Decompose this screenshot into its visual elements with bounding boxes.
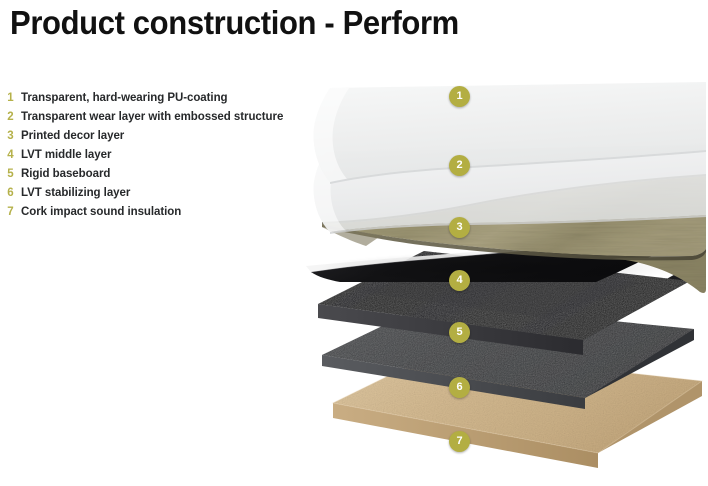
list-item: 7 Cork impact sound insulation [0,203,330,222]
cork-insulation-layer [331,351,704,468]
list-item: 3 Printed decor layer [0,127,330,146]
legend-list: 1 Transparent, hard-wearing PU-coating 2… [0,89,330,222]
legend-item-label: Rigid baseboard [21,168,111,180]
decor-layer [320,174,706,293]
legend-item-label: LVT stabilizing layer [21,187,131,199]
layer-badge-1: 1 [449,86,470,107]
layer-badge-5: 5 [449,322,470,343]
wear-layer [313,145,706,234]
legend-item-label: LVT middle layer [21,149,112,161]
list-item: 6 LVT stabilizing layer [0,184,330,203]
layer-badge-6: 6 [449,377,470,398]
layer-badge-7: 7 [449,431,470,452]
legend-item-number: 6 [7,187,14,199]
legend-item-number: 3 [7,130,14,142]
layer-badge-3: 3 [449,217,470,238]
layer-badge-2: 2 [449,155,470,176]
legend-item-label: Transparent, hard-wearing PU-coating [21,92,228,104]
page-title: Product construction - Perform [10,4,459,41]
list-item: 4 LVT middle layer [0,146,330,165]
legend-item-number: 1 [7,92,14,104]
layer-badge-4: 4 [449,270,470,291]
lvt-stabilizing-layer [322,303,694,409]
pu-coating-layer [313,82,706,184]
legend-item-number: 2 [7,111,14,123]
list-item: 2 Transparent wear layer with embossed s… [0,108,330,127]
legend-item-number: 4 [7,149,14,161]
list-item: 5 Rigid baseboard [0,165,330,184]
legend-item-label: Cork impact sound insulation [21,206,182,218]
legend-item-label: Printed decor layer [21,130,125,142]
legend-item-label: Transparent wear layer with embossed str… [21,111,284,123]
legend-item-number: 7 [7,206,14,218]
lvt-middle-layer [306,233,691,282]
legend-item-number: 5 [7,168,14,180]
list-item: 1 Transparent, hard-wearing PU-coating [0,89,330,108]
rigid-baseboard-layer [318,251,690,355]
